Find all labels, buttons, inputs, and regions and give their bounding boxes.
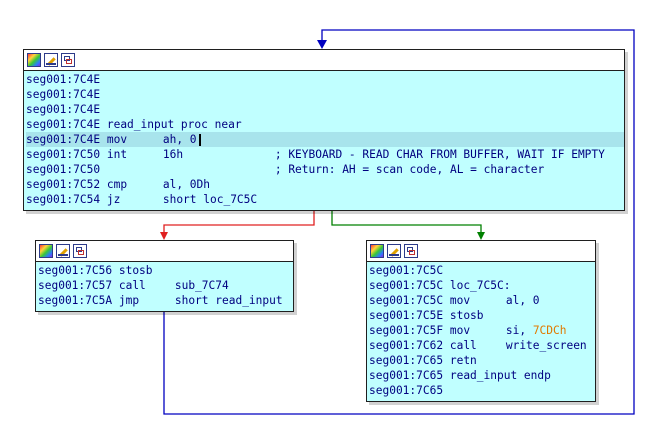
group-nodes-icon[interactable] [61,53,75,67]
block-read-input[interactable]: seg001:7C4E seg001:7C4E seg001:7C4E seg0… [23,49,625,211]
asm-line[interactable]: seg001:7C50 ; Return: AH = scan code, AL… [26,163,545,176]
text-cursor [198,134,201,146]
rename-edit-icon[interactable] [387,244,401,258]
edge-loop-arrow [317,40,327,49]
asm-line[interactable]: seg001:7C5E stosb [369,309,484,322]
asm-line[interactable]: seg001:7C65 read_input endp [369,369,551,382]
asm-line[interactable]: seg001:7C4E [26,88,101,101]
rename-edit-icon[interactable] [44,53,58,67]
edge-true-arrow [477,232,485,240]
edge-false-branch [163,211,315,234]
asm-line[interactable]: seg001:7C5C [369,264,444,277]
group-nodes-icon[interactable] [73,244,87,258]
asm-line-label[interactable]: seg001:7C5C loc_7C5C: [369,279,511,292]
block-body: seg001:7C4E seg001:7C4E seg001:7C4E seg0… [24,71,624,209]
asm-line[interactable]: seg001:7C65 retn [369,354,477,367]
asm-line-proc[interactable]: seg001:7C4E read_input proc near [26,118,242,131]
asm-line[interactable]: seg001:7C4E [26,103,101,116]
asm-line[interactable]: seg001:7C4E [26,73,101,86]
edge-loop-back [163,29,635,415]
constant-value[interactable]: 7CDCh [532,324,567,337]
edge-true-branch [331,211,482,234]
color-palette-icon[interactable] [370,244,384,258]
asm-line[interactable]: seg001:7C56 stosb [38,264,153,277]
block-body: seg001:7C5C seg001:7C5C loc_7C5C: seg001… [367,262,595,400]
group-nodes-icon[interactable] [404,244,418,258]
color-palette-icon[interactable] [39,244,53,258]
asm-line[interactable]: seg001:7C65 [369,384,444,397]
color-palette-icon[interactable] [27,53,41,67]
block-titlebar [36,241,293,262]
block-loc-7c5c[interactable]: seg001:7C5C seg001:7C5C loc_7C5C: seg001… [366,240,596,402]
block-titlebar [367,241,595,262]
block-titlebar [24,50,624,71]
edge-false-arrow [160,232,168,240]
rename-edit-icon[interactable] [56,244,70,258]
